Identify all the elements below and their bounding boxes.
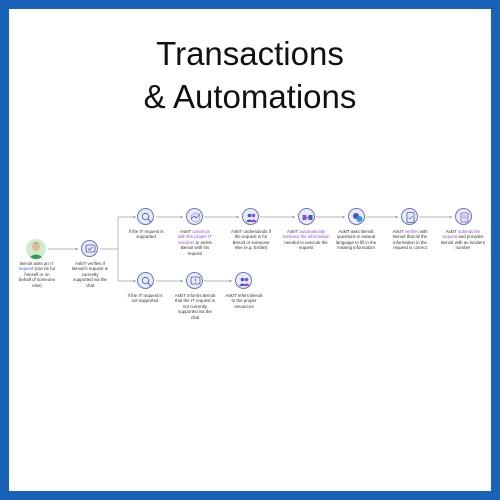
hands-connect-icon bbox=[186, 208, 203, 225]
page-title-line2: & Automations bbox=[143, 78, 357, 115]
top-step-5-caption: AskIT verifies with Benoit that all the … bbox=[392, 229, 428, 251]
magnifier-check-icon bbox=[137, 208, 154, 225]
bottom-step-1-caption: AskIT informs Benoit that the IT request… bbox=[174, 293, 216, 320]
document-check-icon bbox=[401, 208, 418, 225]
user-avatar bbox=[26, 239, 46, 259]
start-text-pre: Benoit asks an bbox=[20, 261, 51, 266]
data-flow-icon bbox=[298, 208, 315, 225]
supported-label: If the IT request is supported bbox=[128, 229, 164, 240]
top-step-4-caption: AskIT asks Benoit questions in natural l… bbox=[335, 229, 377, 251]
page-title-line1: Transactions bbox=[156, 35, 344, 72]
submit-icon bbox=[455, 208, 472, 225]
top-step-6-caption: AskIT submits the request and provides B… bbox=[441, 229, 485, 251]
start-text-highlight: IT request bbox=[18, 261, 54, 272]
top-step-3-caption: AskIT automatically retrieves the inform… bbox=[282, 229, 330, 251]
top-step-2-caption: AskIT understands if the request is for … bbox=[231, 229, 271, 251]
chat-check-icon bbox=[81, 240, 98, 257]
not-supported-label: If the IT request is not supported bbox=[127, 293, 163, 304]
people-share-icon bbox=[235, 272, 252, 289]
magnifier-cross-icon bbox=[137, 272, 154, 289]
bottom-step-2-caption: AskIT refers Benoit to the proper resour… bbox=[225, 293, 263, 309]
chat-bubbles-icon bbox=[348, 208, 365, 225]
chat-alert-icon bbox=[186, 272, 203, 289]
top-step-1-caption: AskIT connects with the proper IT servic… bbox=[177, 229, 213, 256]
start-text-post: (can be for himself or on behalf of some… bbox=[18, 266, 56, 288]
verify-caption: AskIT verifies if Benoit's request is cu… bbox=[72, 261, 108, 288]
start-caption: Benoit asks an IT request (can be for hi… bbox=[18, 261, 56, 288]
people-icon bbox=[242, 208, 259, 225]
person-icon bbox=[28, 242, 44, 259]
